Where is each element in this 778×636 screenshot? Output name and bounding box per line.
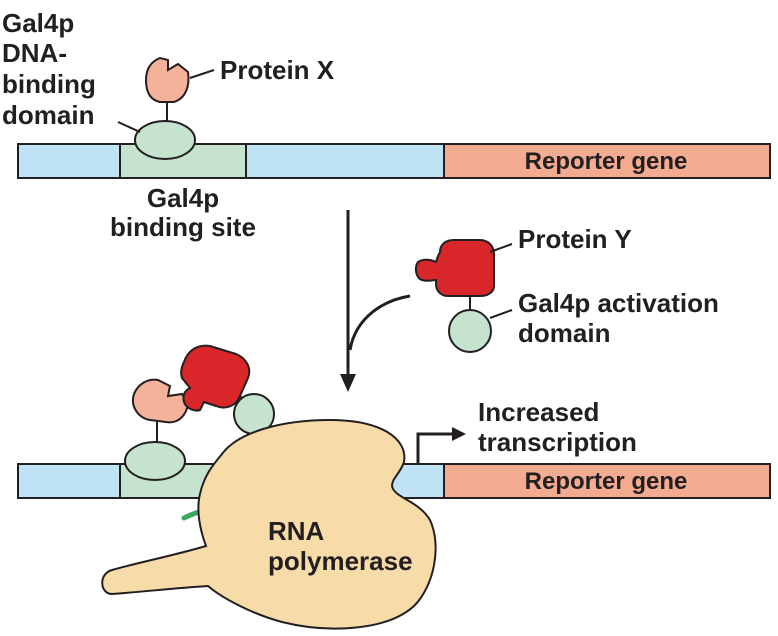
top-dna-middle-segment	[245, 143, 445, 179]
process-arrow	[340, 210, 411, 392]
transcription-arrow-head	[452, 427, 466, 441]
increased-transcription-line1: Increased	[478, 397, 599, 427]
assembled-activator-complex	[124, 344, 275, 481]
bottom-protein-x	[132, 378, 190, 424]
top-reporter-gene-segment	[443, 143, 771, 179]
top-dna-strand: Reporter gene	[17, 143, 771, 179]
top-dna-left-segment	[17, 143, 121, 179]
bottom-reporter-gene-label: Reporter gene	[525, 468, 688, 495]
dbd-leader	[117, 121, 141, 133]
top-reporter-gene-label: Reporter gene	[525, 148, 688, 175]
binding-site-label-line1: Gal4p	[147, 183, 219, 213]
protein-y-label: Protein Y	[518, 224, 632, 254]
arrow-head	[340, 374, 356, 392]
dbd-label-line4: domain	[2, 100, 94, 130]
free-activation-domain	[448, 309, 492, 353]
merge-curve	[348, 294, 411, 351]
free-protein-y	[414, 239, 495, 297]
protein-y-leader	[489, 243, 513, 253]
bottom-dna-binding-domain	[124, 441, 186, 481]
transcription-arrow-line	[416, 432, 456, 464]
top-bait-complex	[117, 56, 215, 160]
rna-polymerase-label-line1: RNA	[268, 516, 325, 546]
bottom-protein-y	[180, 344, 251, 412]
dbd-label-line1: Gal4p	[2, 8, 74, 38]
activation-domain-label-line1: Gal4p activation	[518, 288, 719, 318]
transcription-start-arrow	[416, 427, 466, 464]
protein-x-leader	[189, 69, 215, 79]
bottom-dna-left-segment	[17, 463, 121, 499]
binding-site-label-line2: binding site	[110, 212, 256, 242]
top-protein-x	[144, 56, 190, 103]
activation-domain-label-line2: domain	[518, 318, 610, 348]
dbd-label-line2: DNA-	[2, 38, 67, 68]
free-prey-complex	[414, 239, 513, 353]
protein-x-label: Protein X	[220, 55, 335, 85]
activation-domain-leader	[489, 309, 513, 319]
top-dna-binding-domain	[134, 120, 196, 160]
rna-polymerase-label-line2: polymerase	[268, 546, 413, 576]
increased-transcription-line2: transcription	[478, 427, 637, 457]
rna-polymerase	[101, 418, 437, 630]
bottom-reporter-gene-segment	[443, 463, 771, 499]
dbd-label-line3: binding	[2, 69, 96, 99]
